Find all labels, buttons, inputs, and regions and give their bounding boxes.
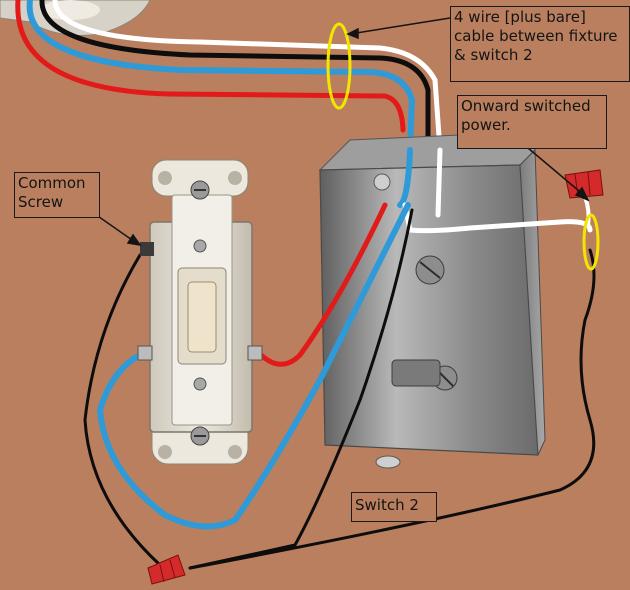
wire-nut-top-right (564, 169, 604, 199)
wire-nut-bottom (147, 554, 186, 585)
three-way-switch (137, 159, 263, 465)
common-screw-callout: Common Screw (14, 172, 100, 218)
yellow-markers (326, 22, 600, 271)
onward-power-callout: Onward switched power. (457, 95, 607, 149)
box-wiring (96, 147, 593, 570)
switch-callout: Switch 2 (351, 492, 437, 522)
black-wires (83, 248, 596, 570)
cable-bundle (15, 0, 443, 153)
cable-callout: 4 wire [plus bare] cable between fixture… (450, 6, 630, 82)
